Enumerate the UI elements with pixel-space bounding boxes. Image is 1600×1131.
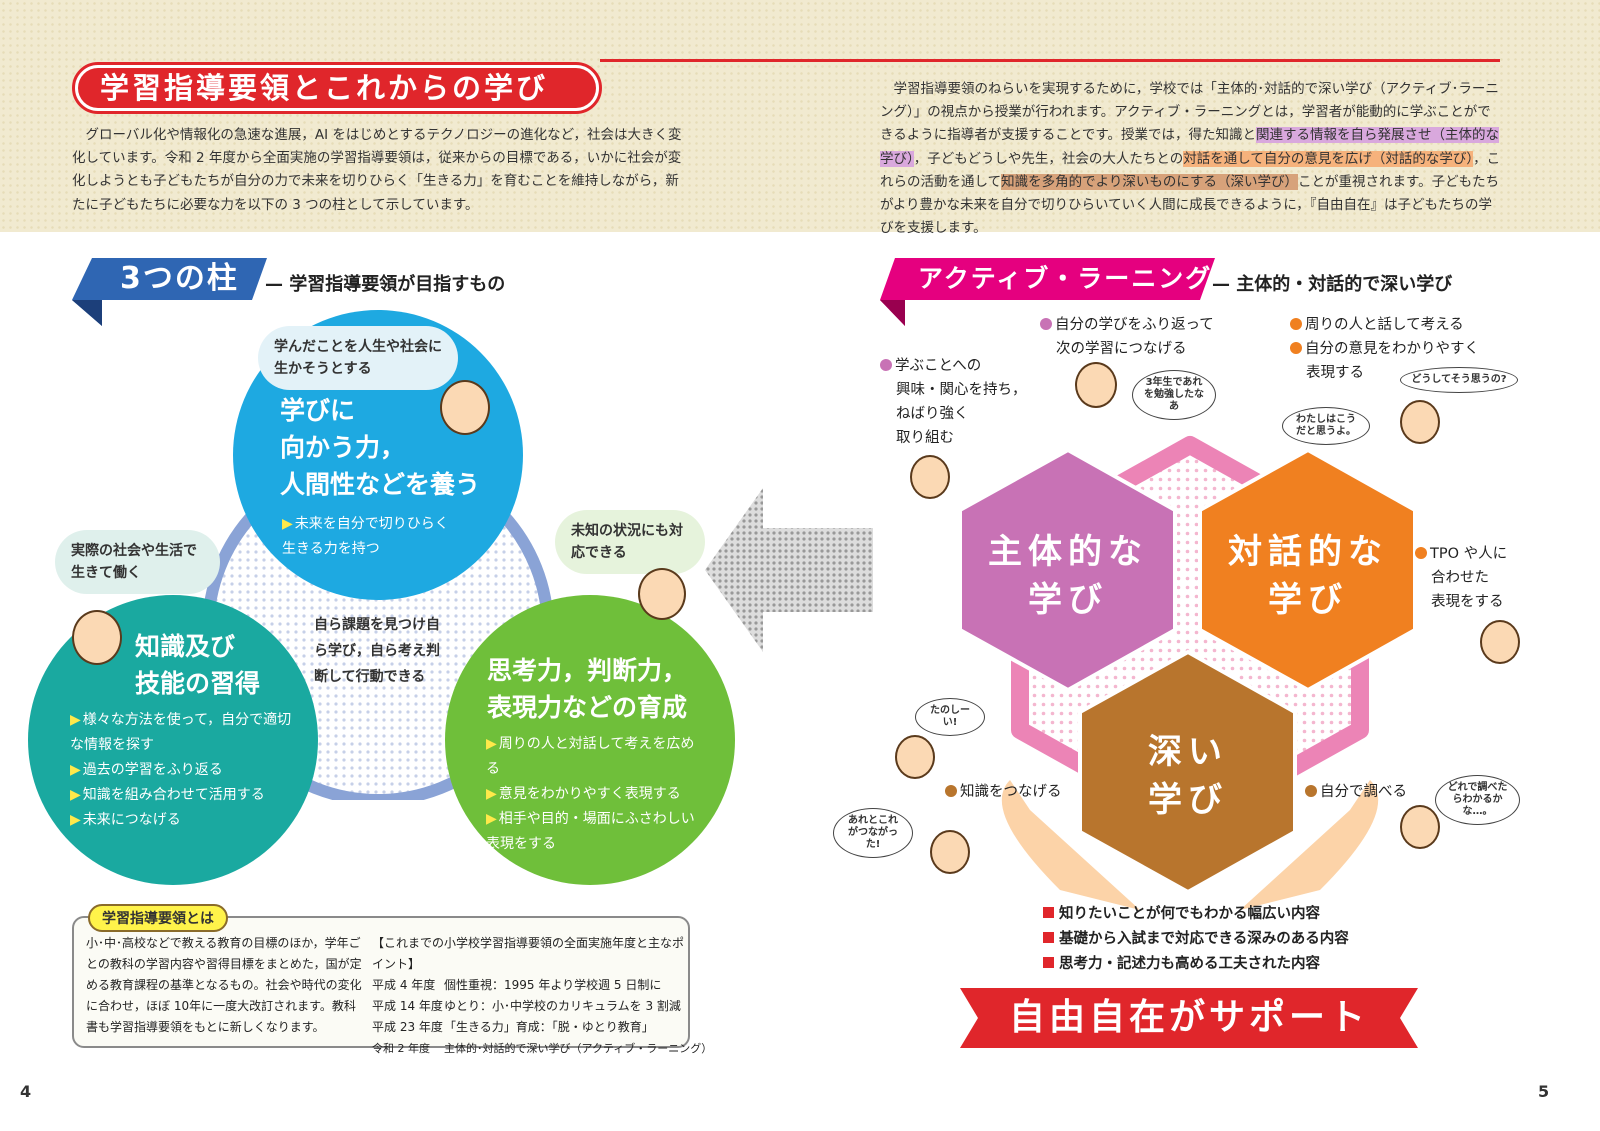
pillars-banner-shape	[72, 258, 267, 326]
pillar-top-title: 学びに向かう力，人間性などを養う	[280, 396, 481, 499]
pillar-left-bubble: 実際の社会や生活で生きて働く	[55, 530, 220, 594]
title-rule	[600, 59, 1500, 62]
header-band	[0, 0, 1600, 232]
girl-illustration	[638, 568, 686, 620]
feature-item: 基礎から入試まで対応できる深みのある内容	[1043, 927, 1349, 952]
pillar-left-title: 知識及び技能の習得	[135, 632, 261, 698]
arrow-left-icon	[705, 488, 873, 652]
info-box-text: 小･中･高校などで教える教育の目標のほか，学年ごとの教科の学習内容や習得目標をま…	[86, 936, 362, 1034]
pillars-subtitle: — 学習指導要領が目指すもの	[265, 274, 506, 295]
note-tpo: TPO や人に合わせた表現をする	[1415, 542, 1507, 614]
boy-illustration	[72, 610, 122, 665]
speech-bubble: どれで調べたらわかるかな…。	[1435, 775, 1520, 825]
hex-label-fukai: 深い学び	[1148, 732, 1228, 820]
student-reflect-illustration	[1075, 362, 1117, 408]
hexagon-diagram	[958, 436, 1417, 910]
page-title: 学習指導要領とこれからの学び	[72, 62, 602, 114]
pillar-right-bubble: 未知の状況にも対応できる	[555, 510, 705, 574]
student-research-illustration	[1400, 805, 1440, 849]
active-banner-shape	[880, 258, 1215, 326]
speech-bubble: わたしはこうだと思うよ。	[1282, 407, 1370, 445]
pillars-center-text: 自ら課題を見つけ自ら学び，自ら考え判断して行動できる	[314, 617, 440, 685]
speech-bubble: 3年生であれを勉強したなあ	[1132, 370, 1216, 420]
info-box	[72, 916, 690, 1048]
student-idea-illustration	[930, 830, 970, 874]
note-research: 自分で調べる	[1305, 780, 1407, 804]
hex-fukai	[1078, 649, 1297, 895]
pillar-right-title: 思考力，判断力，表現力などの育成	[487, 656, 688, 722]
student-fun-illustration	[895, 735, 935, 779]
active-subtitle: — 主体的・対話的で深い学び	[1212, 274, 1453, 295]
pillar-top-bullet: ▶未来を自分で切りひらく生きる力を持つ	[282, 516, 449, 557]
hex-taiwateki	[1198, 447, 1417, 693]
speech-bubble: どうしてそう思うの?	[1400, 367, 1518, 393]
pillars-banner: 3つの柱	[120, 261, 239, 296]
hex-label-taiwateki: 対話的な学び	[1228, 532, 1388, 620]
support-banner-shape	[960, 988, 1418, 1048]
pillar-left-bullets: ▶様々な方法を使って，自分で適切な情報を探す▶過去の学習をふり返る▶知識を組み合…	[70, 712, 292, 828]
students-discussion-illustration	[1400, 400, 1440, 444]
history-row: 平成 14 年度ゆとり：小･中学校のカリキュラムを 3 割減	[372, 999, 681, 1013]
pillar-right-circle	[445, 595, 735, 885]
hex-label-shutaiteki: 主体的な学び	[988, 532, 1148, 620]
feature-item: 思考力・記述力も高める工夫された内容	[1043, 952, 1349, 977]
pillar-top-bubble: 学んだことを人生や社会に生かそうとする	[258, 326, 458, 390]
teacher-illustration	[440, 380, 490, 435]
history-row: 平成 4 年度個性重視：1995 年より学校週 5 日制に	[372, 978, 662, 992]
speech-bubble: あれとこれがつながった!	[833, 808, 913, 858]
info-box-label: 学習指導要領とは	[88, 904, 228, 932]
intro-paragraph-right: 学習指導要領のねらいを実現するために，学校では「主体的･対話的で深い学び（アクテ…	[880, 81, 1501, 237]
history-row: 令和 2 年度主体的･対話的で深い学び（アクティブ・ラーニング）	[372, 1042, 713, 1055]
history-list: 【これまでの小学校学習指導要領の全面実施年度と主なポイント】 平成 4 年度個性…	[372, 933, 713, 1059]
page-number-left: 4	[20, 1082, 32, 1101]
note-connect: 知識をつなげる	[945, 780, 1062, 804]
feature-item: 知りたいことが何でもわかる幅広い内容	[1043, 902, 1349, 927]
student-interest-illustration	[910, 455, 950, 499]
pillar-right-bullets: ▶周りの人と対話して考えを広める▶意見をわかりやすく表現する▶相手や目的・場面に…	[486, 736, 695, 852]
history-row: 平成 23 年度「生きる力」育成：「脱・ゆとり教育」	[372, 1020, 654, 1034]
page-number-right: 5	[1538, 1082, 1550, 1101]
active-banner: アクティブ・ラーニング	[918, 264, 1213, 293]
note-reflect: 自分の学びをふり返って次の学習につなげる	[1040, 313, 1214, 361]
speech-bubble: たのしーい!	[915, 698, 985, 736]
hex-shutaiteki	[958, 447, 1177, 693]
support-banner: 自由自在がサポート	[1008, 997, 1369, 1038]
note-interest: 学ぶことへの興味・関心を持ち，ねばり強く取り組む	[880, 354, 1027, 450]
feature-list: 知りたいことが何でもわかる幅広い内容 基礎から入試まで対応できる深みのある内容 …	[1043, 902, 1349, 977]
presenter-illustration	[1480, 620, 1520, 664]
intro-paragraph-left: グローバル化や情報化の急速な進展，AI をはじめとするテクノロジーの進化など，社…	[72, 127, 682, 213]
note-discuss: 周りの人と話して考える自分の意見をわかりやすく表現する	[1290, 313, 1479, 385]
